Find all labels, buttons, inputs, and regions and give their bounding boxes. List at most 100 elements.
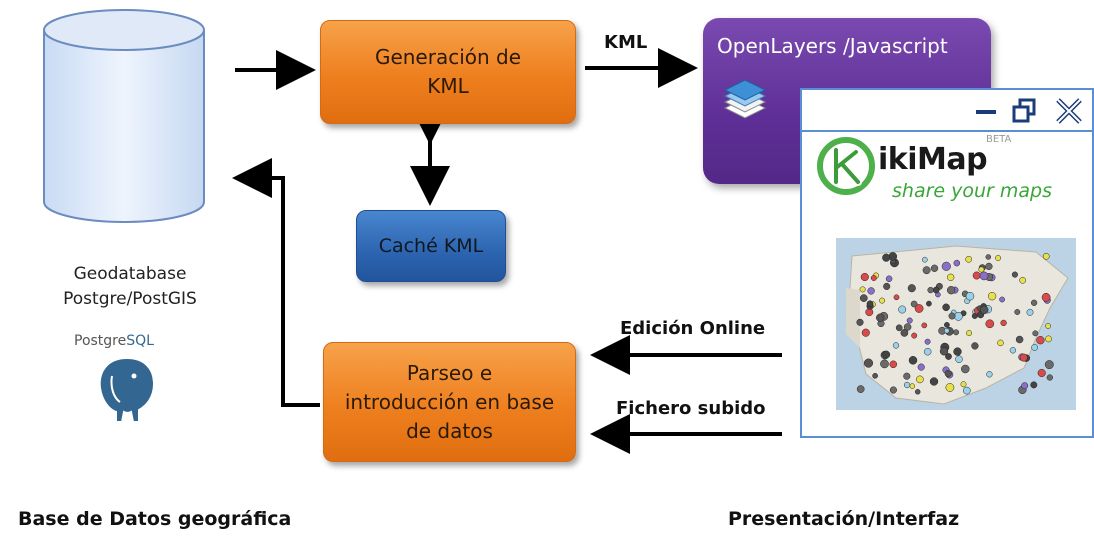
map-marker [924, 338, 931, 345]
map-marker [893, 294, 900, 301]
window-titlebar-divider [802, 130, 1094, 132]
map-marker [1011, 271, 1018, 278]
map-marker [978, 266, 985, 273]
footer-right-label: Presentación/Interfaz [728, 508, 960, 530]
close-icon[interactable] [1054, 96, 1084, 126]
map-marker [910, 300, 918, 308]
map-marker [914, 304, 924, 313]
map-marker [942, 303, 950, 312]
map-marker [930, 264, 939, 272]
map-marker [1015, 335, 1024, 344]
map-marker [948, 312, 956, 320]
map-marker [898, 305, 907, 314]
map-marker [962, 386, 971, 395]
online-edit-label: Edición Online [620, 318, 766, 339]
map-marker [954, 312, 963, 321]
map-marker [892, 342, 900, 349]
map-marker [932, 286, 940, 294]
map-marker [985, 254, 992, 260]
map-marker [882, 350, 891, 359]
map-marker [1026, 308, 1034, 316]
map-marker [961, 364, 970, 374]
map-marker [955, 355, 963, 363]
map-marker [929, 377, 939, 386]
map-marker [883, 282, 891, 290]
map-marker [879, 297, 886, 304]
map-marker [944, 327, 950, 334]
map-marker [939, 347, 949, 356]
map-marker [909, 383, 916, 389]
map-marker [971, 342, 979, 350]
map-marker [953, 347, 962, 356]
map-marker [1031, 344, 1038, 351]
map-marker [895, 324, 903, 332]
map-marker [979, 271, 989, 281]
map-marker [945, 383, 955, 392]
arrow-parse-to-db [232, 158, 320, 407]
map-marker [859, 294, 868, 302]
map-marker [860, 272, 869, 282]
uploaded-file-label: Fichero subido [616, 398, 766, 419]
map-marker [985, 262, 993, 271]
map-marker [1044, 360, 1054, 370]
map-marker [914, 389, 921, 395]
map-marker [882, 253, 891, 262]
map-marker [1045, 323, 1051, 329]
map-markers [856, 252, 1054, 395]
map-marker [870, 275, 877, 281]
map-marker [987, 292, 997, 301]
wikimap-window: ikiMap BETA share your maps [800, 88, 1094, 438]
map-marker [916, 375, 924, 384]
map-marker [1037, 368, 1046, 378]
map-marker [944, 322, 950, 328]
map-marker [972, 271, 981, 280]
map-marker [945, 353, 952, 360]
map-marker [995, 255, 1002, 261]
spain-map-image [836, 238, 1076, 410]
map-marker [953, 329, 960, 336]
map-marker [907, 284, 916, 293]
map-marker [856, 318, 864, 326]
kml-generation-node: Generación de KML [320, 20, 576, 124]
map-marker [947, 273, 955, 281]
kml-cache-node: Caché KML [356, 210, 506, 282]
map-marker [946, 286, 956, 295]
map-marker [1045, 335, 1052, 343]
map-marker [999, 296, 1005, 303]
parse-node: Parseo e introducción en base de datos [323, 342, 576, 462]
map-marker [921, 256, 928, 263]
wikimap-tagline: share your maps [892, 180, 1052, 202]
layers-stack-icon [723, 79, 767, 119]
map-marker [1000, 319, 1007, 327]
map-marker [965, 255, 973, 263]
wikimap-beta-badge: BETA [986, 134, 1012, 145]
kml-edge-label: KML [604, 32, 648, 53]
map-marker [965, 291, 975, 301]
map-marker [944, 369, 952, 378]
restore-icon[interactable] [1012, 98, 1038, 124]
map-marker [880, 359, 889, 369]
map-marker [1041, 292, 1051, 302]
map-marker [926, 300, 932, 307]
map-marker [971, 313, 978, 319]
map-marker [863, 358, 874, 368]
map-marker [1009, 347, 1017, 354]
map-marker [941, 261, 951, 271]
map-marker [927, 286, 934, 294]
map-marker [876, 313, 885, 322]
map-marker [867, 287, 875, 295]
geodatabase-label: Geodatabase Postgre/PostGIS [63, 264, 197, 309]
map-marker [903, 323, 912, 331]
map-marker [1046, 374, 1053, 381]
database-cylinder-icon [43, 9, 205, 223]
map-marker [889, 360, 898, 369]
map-marker [1042, 252, 1050, 260]
wikimap-logo-text: ikiMap [878, 142, 988, 177]
map-marker [872, 372, 878, 379]
footer-left-label: Base de Datos geográfica [18, 508, 292, 530]
minimize-icon[interactable] [976, 110, 996, 114]
map-marker [917, 363, 925, 371]
map-marker [859, 286, 866, 293]
map-marker [985, 319, 995, 329]
